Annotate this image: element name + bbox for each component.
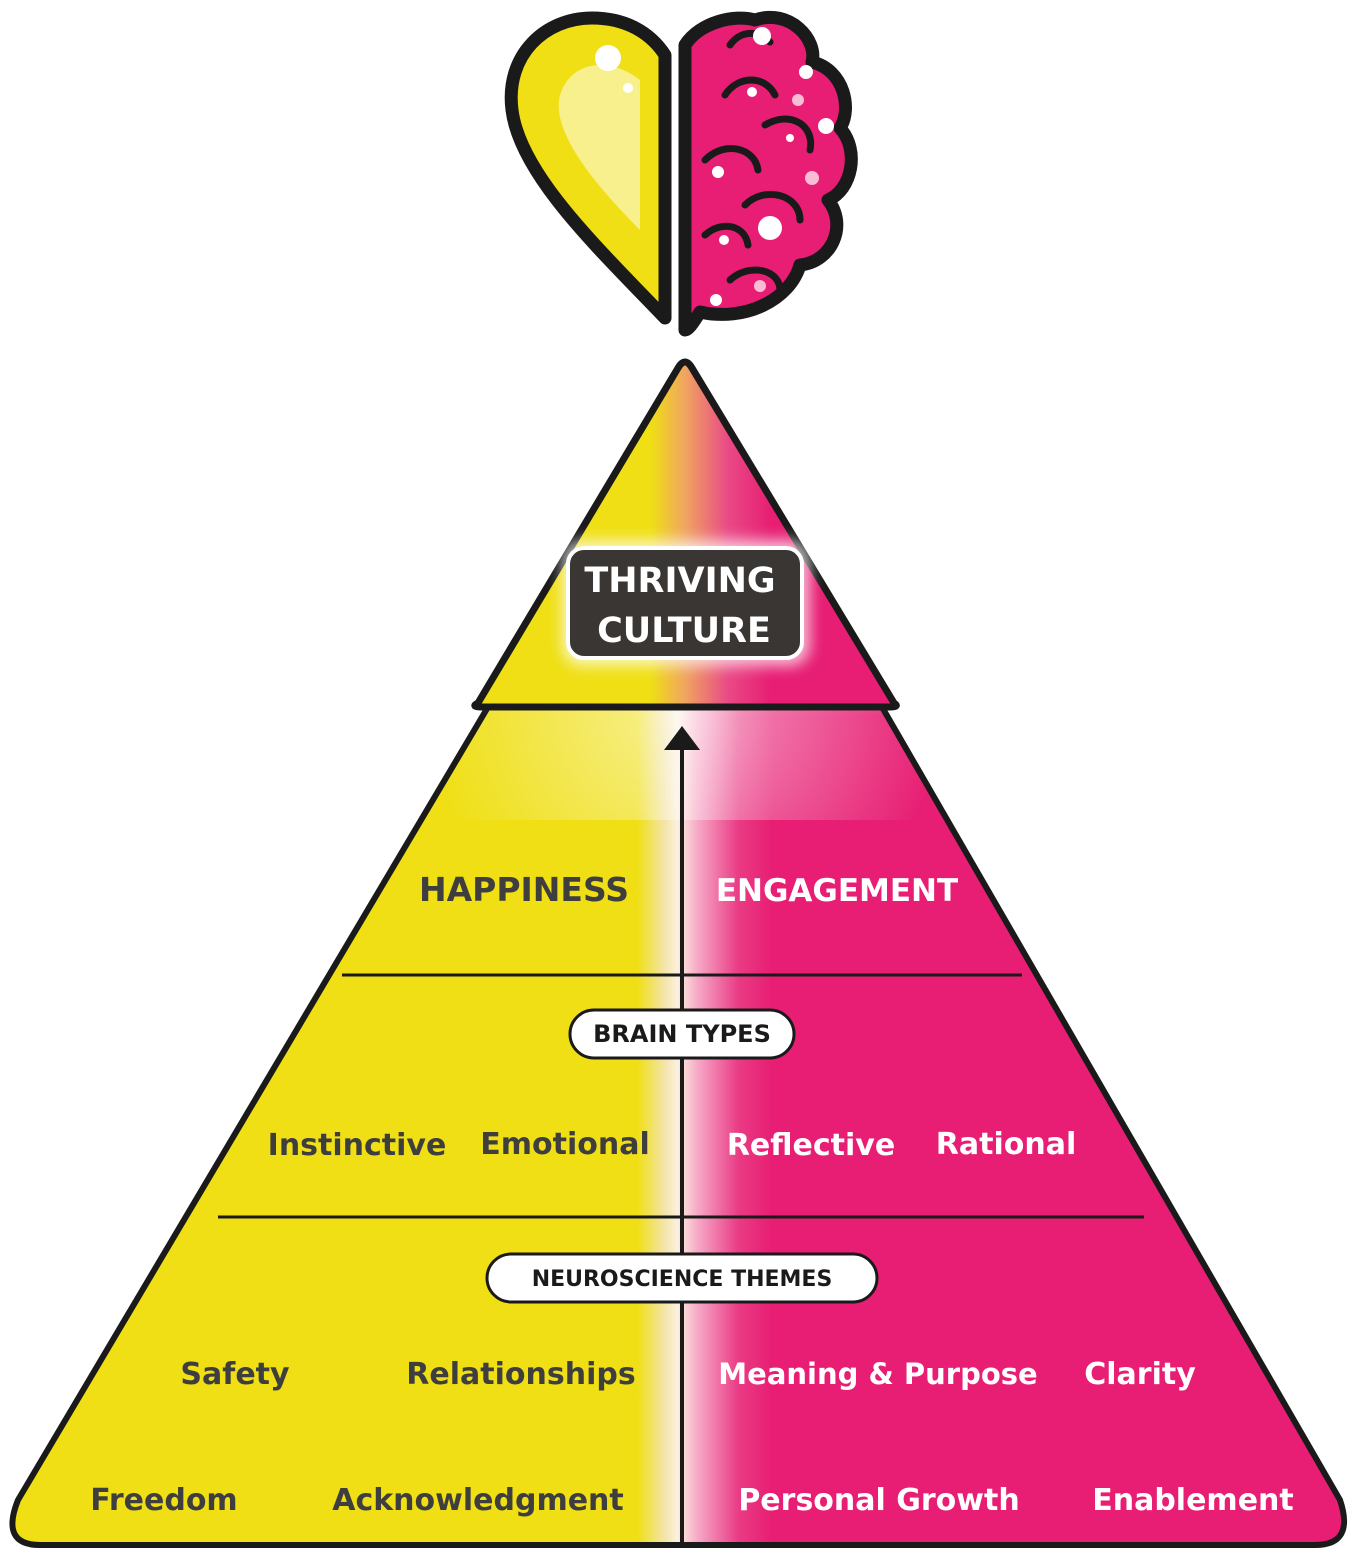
theme-enablement: Enablement bbox=[1092, 1483, 1294, 1518]
title-line-2: CULTURE bbox=[597, 611, 771, 651]
theme-acknowledgment: Acknowledgment bbox=[332, 1483, 624, 1518]
heart-brain-icon bbox=[504, 10, 858, 337]
brain-type-rational: Rational bbox=[936, 1127, 1076, 1162]
brain-types-heading: BRAIN TYPES bbox=[593, 1020, 771, 1048]
theme-safety: Safety bbox=[180, 1357, 290, 1392]
brain-type-instinctive: Instinctive bbox=[268, 1128, 447, 1163]
upward-arrow-icon bbox=[664, 726, 700, 1545]
happiness-label: HAPPINESS bbox=[419, 870, 629, 909]
engagement-label: ENGAGEMENT bbox=[716, 873, 958, 909]
theme-clarity: Clarity bbox=[1084, 1357, 1196, 1392]
neuroscience-themes-heading: NEUROSCIENCE THEMES bbox=[532, 1267, 833, 1292]
theme-meaning-purpose: Meaning & Purpose bbox=[718, 1357, 1037, 1391]
thriving-culture-badge: THRIVING CULTURE bbox=[562, 540, 810, 666]
title-line-1: THRIVING bbox=[584, 561, 775, 601]
pyramid-base-section bbox=[9, 704, 1347, 1548]
brain-type-emotional: Emotional bbox=[480, 1127, 649, 1162]
brain-types-pill: BRAIN TYPES bbox=[568, 1008, 796, 1060]
theme-relationships: Relationships bbox=[406, 1357, 635, 1392]
brain-type-reflective: Reflective bbox=[727, 1128, 895, 1163]
theme-personal-growth: Personal Growth bbox=[738, 1483, 1019, 1518]
neuroscience-themes-pill: NEUROSCIENCE THEMES bbox=[485, 1252, 879, 1304]
theme-freedom: Freedom bbox=[90, 1483, 237, 1518]
